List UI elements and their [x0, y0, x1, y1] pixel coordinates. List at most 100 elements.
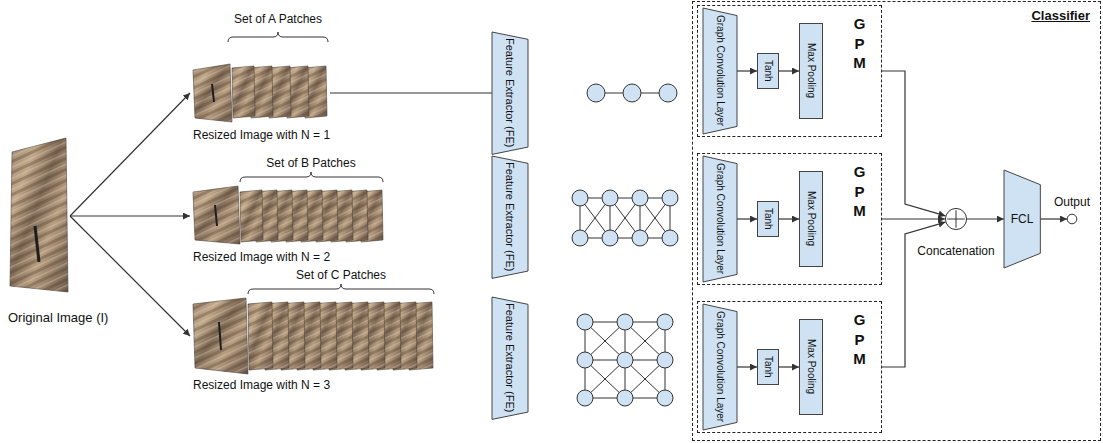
patch-stack-b — [240, 190, 263, 242]
fcl-label: FCL — [1011, 212, 1034, 226]
plus-symbol — [947, 210, 965, 228]
graph-grid-3x3 — [617, 314, 633, 330]
graph-grid-3x3 — [577, 314, 673, 406]
bracket-label: Set of B Patches — [266, 156, 355, 170]
graph-grid-3x3 — [577, 314, 593, 330]
circle-outline — [1067, 214, 1077, 224]
connector — [737, 366, 757, 367]
original-image — [10, 138, 68, 292]
graph-chain — [623, 84, 641, 102]
graph-grid-3x3 — [657, 390, 673, 406]
graph-grid-2x4 — [572, 190, 678, 246]
output-label: Output — [1054, 195, 1090, 209]
classifier-heading: Classifier — [1031, 8, 1090, 23]
image-caption: Resized Image with N = 3 — [193, 378, 330, 392]
concat-label: Concatenation — [917, 244, 994, 258]
patch-stack-a — [193, 64, 232, 122]
classifier-box: ClassifierG P MGraph Convolution LayerTa… — [692, 1, 1101, 441]
patch-stack-b — [193, 186, 383, 244]
graph-grid-3x3 — [657, 352, 673, 368]
connector — [882, 71, 945, 216]
pooling-label: Max Pooling — [805, 339, 817, 394]
layer-label: Graph Convolution Layer — [714, 15, 726, 126]
connector — [70, 215, 190, 216]
connector — [967, 218, 1004, 219]
graph-grid-3x3 — [585, 322, 665, 398]
graph-chain — [587, 84, 605, 102]
graph-grid-2x4 — [662, 190, 678, 206]
image-caption: Resized Image with N = 1 — [193, 128, 330, 142]
image-node: Resized Image with N = 3 — [190, 298, 435, 374]
pooling-box: Max Pooling — [799, 171, 823, 267]
image-caption: Resized Image with N = 2 — [193, 250, 330, 264]
activation-box: Tanh — [757, 349, 779, 385]
trapezoid-outline — [1004, 170, 1040, 268]
graph-grid-3x3 — [577, 390, 593, 406]
activation-label: Tanh — [762, 356, 774, 378]
image-caption: Original Image (I) — [8, 310, 108, 325]
patch-stack-b — [215, 205, 217, 226]
pooling-box: Max Pooling — [799, 23, 823, 119]
connector — [737, 70, 757, 71]
patch-stack-b — [193, 186, 240, 244]
image-node: Resized Image with N = 1 — [190, 62, 330, 124]
bracket-label: Set of C Patches — [296, 268, 386, 282]
patch-stack-a — [193, 64, 327, 122]
connector — [1040, 218, 1067, 219]
connector — [882, 222, 945, 367]
graph-grid-2x4 — [602, 230, 618, 246]
curly-bracket — [228, 32, 328, 42]
original-image — [10, 138, 68, 292]
module-box: G P MGraph Convolution LayerTanhMax Pool… — [697, 301, 882, 433]
trapezoid-outline — [492, 32, 528, 154]
original-image — [35, 226, 39, 262]
module-box: G P MGraph Convolution LayerTanhMax Pool… — [697, 153, 882, 285]
layer-label: Graph Convolution Layer — [714, 163, 726, 274]
layer-label: Graph Convolution Layer — [714, 311, 726, 422]
graph-grid-3x3 — [657, 314, 673, 330]
connector — [882, 218, 945, 219]
layer-trapezoid: Graph Convolution Layer — [703, 156, 737, 282]
patch-stack-c — [193, 298, 248, 374]
bracket-label: Set of A Patches — [234, 12, 322, 26]
connector — [779, 70, 799, 71]
graph-grid-2x4 — [602, 190, 618, 206]
module-box: G P MGraph Convolution LayerTanhMax Pool… — [697, 5, 882, 137]
extractor-trapezoid: Feature Extractor (FE) — [492, 297, 528, 419]
extractor-label: Feature Extractor (FE) — [504, 38, 517, 147]
original-image — [10, 138, 68, 292]
circle-outline — [945, 208, 966, 229]
trapezoid-outline — [492, 297, 528, 419]
graph-grid-2x4 — [632, 230, 648, 246]
output-circle: Output — [1067, 214, 1077, 224]
graph-grid-2x4 — [572, 230, 588, 246]
connector — [737, 218, 757, 219]
graph-grid-3x3 — [617, 352, 633, 368]
graph-grid-2x4 — [632, 190, 648, 206]
trapezoid-outline — [703, 304, 737, 430]
activation-label: Tanh — [762, 208, 774, 230]
connector — [70, 93, 190, 216]
circle-outline — [945, 208, 967, 230]
graph-chain — [659, 84, 677, 102]
graph-grid-3x3 — [577, 352, 593, 368]
patch-stack-c — [248, 302, 273, 370]
extractor-trapezoid: Feature Extractor (FE) — [492, 32, 528, 154]
curly-bracket — [248, 284, 434, 294]
circle-outline — [1067, 214, 1077, 224]
layer-trapezoid: Graph Convolution Layer — [703, 304, 737, 430]
graph-grid-2x4 — [580, 238, 670, 239]
connector — [779, 366, 799, 367]
patch-stack-a — [212, 84, 214, 102]
curly-bracket — [240, 172, 383, 182]
trapezoid-outline — [703, 156, 737, 282]
graph-grid-3x3 — [585, 322, 665, 398]
concat-circle: Concatenation — [945, 208, 967, 230]
pooling-box: Max Pooling — [799, 319, 823, 415]
activation-label: Tanh — [762, 60, 774, 82]
fcl-trapezoid: FCL — [1004, 170, 1040, 268]
extractor-label: Feature Extractor (FE) — [504, 303, 517, 412]
